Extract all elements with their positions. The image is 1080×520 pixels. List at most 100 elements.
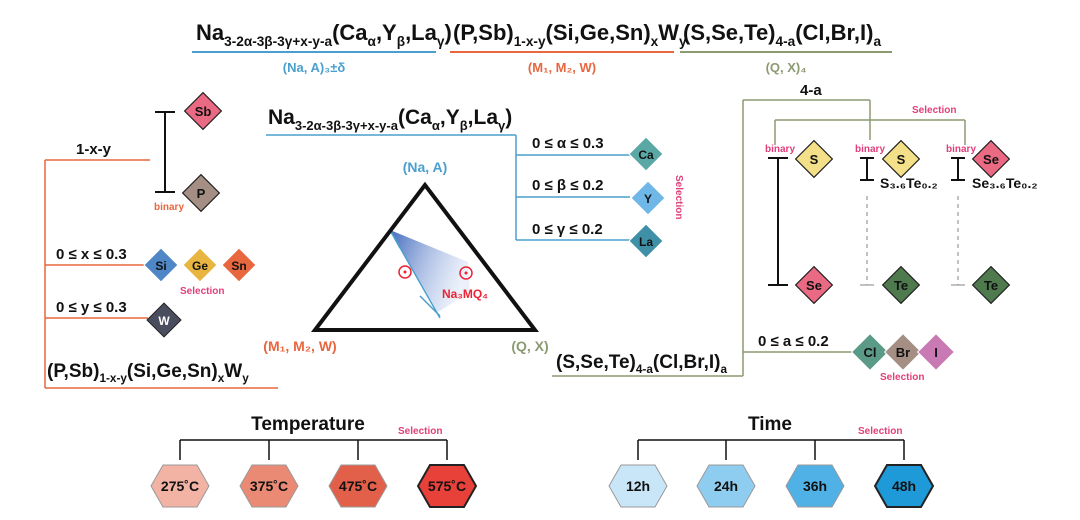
sb-element-diamond: Sb bbox=[183, 91, 223, 131]
svg-text:Si: Si bbox=[155, 259, 166, 273]
top-formula-tetrahedral: (P,Sb)1-x-y(Si,Ge,Sn)xWy (M₁, M₂, W) bbox=[450, 20, 687, 75]
temp-option-575: 575˚C bbox=[416, 464, 478, 508]
se-element-diamond-1: Se bbox=[794, 265, 834, 305]
svg-text:Sb: Sb bbox=[195, 104, 212, 119]
svg-text:S: S bbox=[810, 152, 819, 167]
time-option-36h: 36h bbox=[785, 464, 845, 508]
top-formula-cation: Na3-2α-3β-3γ+x-y-a(Caα,Yβ,Laγ) (Na, A)₃±… bbox=[192, 20, 452, 75]
svg-text:(P,Sb)1-x-y(Si,Ge,Sn)xWy: (P,Sb)1-x-y(Si,Ge,Sn)xWy bbox=[453, 20, 687, 49]
four-minus-a-label: 4-a bbox=[800, 82, 822, 99]
s-element-diamond-1: S bbox=[794, 139, 834, 179]
svg-text:12h: 12h bbox=[626, 478, 650, 494]
vertex-right-label: (Q, X) bbox=[511, 338, 548, 354]
svg-text:Ca: Ca bbox=[638, 148, 654, 162]
s-element-diamond-2: S bbox=[881, 139, 921, 179]
beta-range-label: 0 ≤ β ≤ 0.2 bbox=[532, 177, 603, 194]
p-element-diamond: P bbox=[181, 173, 221, 213]
time-option-48h: 48h bbox=[873, 464, 935, 508]
tetrahedral-site-label: (M₁, M₂, W) bbox=[528, 60, 596, 75]
se-te-composition: Se₃.₆Te₀.₂ bbox=[972, 175, 1038, 191]
temperature-title: Temperature bbox=[251, 414, 365, 435]
svg-text:36h: 36h bbox=[803, 478, 827, 494]
x-range-label: 0 ≤ x ≤ 0.3 bbox=[56, 246, 127, 263]
svg-text:Te: Te bbox=[894, 278, 908, 293]
time-title: Time bbox=[748, 414, 792, 435]
svg-text:La: La bbox=[639, 235, 653, 249]
svg-text:Se: Se bbox=[806, 278, 822, 293]
top-formula-anion: (S,Se,Te)4-a(Cl,Br,I)a (Q, X)₄ bbox=[680, 20, 892, 75]
ternary-triangle-outline bbox=[310, 181, 540, 332]
temperature-selection-label: Selection bbox=[398, 426, 442, 437]
alpha-range-label: 0 ≤ α ≤ 0.3 bbox=[532, 135, 604, 152]
si-element-diamond: Si bbox=[143, 247, 179, 283]
temp-option-375: 375˚C bbox=[239, 464, 299, 508]
svg-text:P: P bbox=[197, 186, 206, 201]
svg-text:(S,Se,Te)4-a(Cl,Br,I)a: (S,Se,Te)4-a(Cl,Br,I)a bbox=[683, 20, 881, 49]
br-element-diamond: Br bbox=[883, 332, 923, 372]
te-element-diamond-2: Te bbox=[971, 265, 1011, 305]
binary-label-r3: binary bbox=[946, 144, 976, 155]
se-element-diamond-2: Se bbox=[971, 139, 1011, 179]
y-element-diamond: Y bbox=[630, 180, 666, 216]
one-minus-xy-label: 1-x-y bbox=[76, 141, 112, 158]
svg-text:W: W bbox=[158, 314, 170, 328]
binary-label-r2: binary bbox=[855, 144, 885, 155]
time-selection-label: Selection bbox=[858, 426, 902, 437]
s-te-composition: S₃.₆Te₀.₂ bbox=[880, 175, 938, 191]
composition-wedge bbox=[390, 230, 470, 312]
gamma-range-label: 0 ≤ γ ≤ 0.2 bbox=[532, 221, 603, 238]
ternary-phase-diagram: Na₃MQ₄ (Na, A) (M₁, M₂, W) (Q, X) bbox=[263, 159, 548, 354]
ca-element-diamond: Ca bbox=[628, 136, 664, 172]
selection-label-right-bottom: Selection bbox=[880, 372, 924, 383]
selection-label-left: Selection bbox=[180, 286, 224, 297]
time-option-12h: 12h bbox=[608, 464, 668, 508]
la-element-diamond: La bbox=[628, 223, 664, 259]
i-element-diamond: I bbox=[916, 332, 956, 372]
svg-text:475˚C: 475˚C bbox=[339, 478, 377, 494]
svg-text:Y: Y bbox=[644, 192, 652, 206]
selection-label-right-top: Selection bbox=[912, 105, 956, 116]
svg-text:Na3-2α-3β-3γ+x-y-a(Caα,Yβ,Laγ): Na3-2α-3β-3γ+x-y-a(Caα,Yβ,Laγ) bbox=[196, 20, 452, 49]
te-element-diamond-1: Te bbox=[881, 265, 921, 305]
alkali-dopant-branch: 0 ≤ α ≤ 0.3 0 ≤ β ≤ 0.2 0 ≤ γ ≤ 0.2 Ca Y… bbox=[515, 135, 684, 259]
time-option-24h: 24h bbox=[696, 464, 756, 508]
temperature-section: Temperature Selection 275˚C 375˚C 475˚C … bbox=[150, 414, 478, 508]
binary-label-r1: binary bbox=[765, 144, 795, 155]
y-range-label: 0 ≤ y ≤ 0.3 bbox=[56, 299, 127, 316]
svg-text:575˚C: 575˚C bbox=[428, 478, 466, 494]
left-bottom-formula: (P,Sb)1-x-y(Si,Ge,Sn)xWy bbox=[47, 361, 249, 385]
svg-text:Cl: Cl bbox=[864, 345, 877, 360]
vertex-top-label: (Na, A) bbox=[403, 159, 448, 175]
sn-element-diamond: Sn bbox=[221, 247, 257, 283]
w-element-diamond: W bbox=[146, 302, 182, 338]
svg-text:I: I bbox=[934, 345, 938, 360]
svg-text:S: S bbox=[897, 152, 906, 167]
svg-text:Br: Br bbox=[896, 345, 910, 360]
left-branch: 1-x-y binary Sb P 0 ≤ x ≤ 0.3 Si Ge Sn S… bbox=[44, 91, 278, 389]
svg-text:Ge: Ge bbox=[192, 259, 208, 273]
binary-label-left: binary bbox=[154, 202, 184, 213]
right-bottom-formula: (S,Se,Te)4-a(Cl,Br,I)a bbox=[556, 352, 727, 376]
anion-site-label: (Q, X)₄ bbox=[766, 60, 807, 75]
time-section: Time Selection 12h 24h 36h 48h bbox=[608, 414, 935, 508]
ge-element-diamond: Ge bbox=[182, 247, 218, 283]
svg-text:275˚C: 275˚C bbox=[161, 478, 199, 494]
temp-option-275: 275˚C bbox=[150, 464, 210, 508]
svg-text:48h: 48h bbox=[892, 478, 916, 494]
center-na-formula: Na3-2α-3β-3γ+x-y-a(Caα,Yβ,Laγ) bbox=[266, 106, 516, 136]
a-range-label: 0 ≤ a ≤ 0.2 bbox=[758, 333, 829, 350]
selection-label-center: Selection bbox=[673, 175, 684, 219]
svg-text:Se: Se bbox=[983, 152, 999, 167]
target-marker-right bbox=[459, 266, 473, 280]
target-marker-left bbox=[398, 265, 412, 279]
svg-text:24h: 24h bbox=[714, 478, 738, 494]
vertex-left-label: (M₁, M₂, W) bbox=[263, 338, 336, 354]
svg-text:Sn: Sn bbox=[231, 259, 246, 273]
svg-text:Na3-2α-3β-3γ+x-y-a(Caα,Yβ,Laγ): Na3-2α-3β-3γ+x-y-a(Caα,Yβ,Laγ) bbox=[268, 106, 512, 133]
temp-option-475: 475˚C bbox=[328, 464, 388, 508]
svg-text:375˚C: 375˚C bbox=[250, 478, 288, 494]
svg-text:Te: Te bbox=[984, 278, 998, 293]
target-composition-label: Na₃MQ₄ bbox=[442, 287, 488, 301]
right-branch: 4-a Selection binary S Se binary S S₃.₆T… bbox=[552, 82, 1038, 383]
